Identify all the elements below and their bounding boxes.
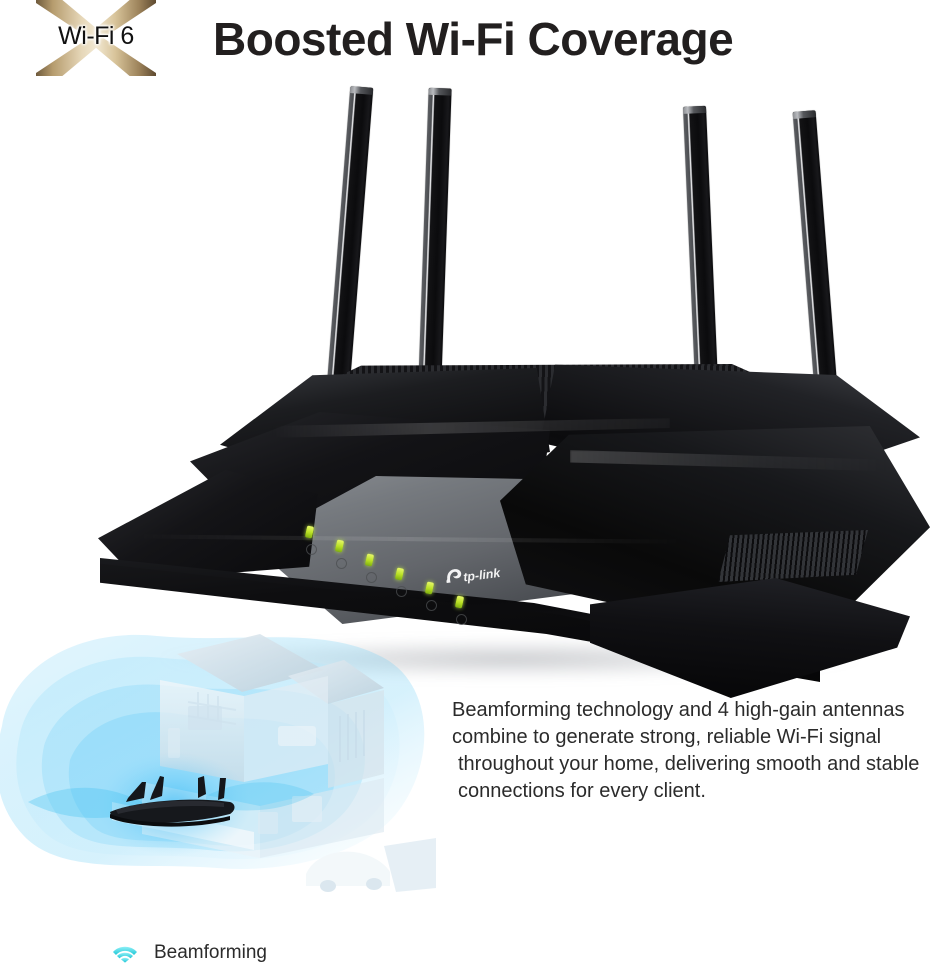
description-line-4: connections for every client. — [458, 780, 706, 802]
led-icon-3 — [366, 572, 377, 583]
wifi6-x-icon — [36, 0, 156, 76]
tp-link-logo: tp-link — [441, 553, 538, 590]
wifi6-badge: Wi-Fi 6 — [36, 0, 156, 76]
description-line-3: throughout your home, delivering smooth … — [458, 753, 920, 775]
antenna-1 — [326, 86, 374, 397]
router-side-vent — [718, 530, 868, 582]
home-coverage-illustration — [0, 606, 442, 926]
beamforming-legend: Beamforming — [112, 938, 267, 968]
beamforming-label: Beamforming — [154, 942, 267, 963]
description-line-2: combine to generate strong, reliable Wi-… — [452, 726, 882, 748]
svg-text:tp-link: tp-link — [463, 566, 503, 585]
led-icon-4 — [396, 586, 407, 597]
led-icon-5 — [426, 600, 437, 611]
beamforming-signal-icon — [112, 943, 138, 963]
led-icon-6 — [456, 614, 467, 625]
wifi6-badge-label: Wi-Fi 6 — [58, 22, 134, 50]
led-icon-2 — [336, 558, 347, 569]
router-product-image: tp-link — [70, 78, 937, 698]
mini-router — [110, 776, 235, 827]
feature-description: Beamforming technology and 4 high-gain a… — [452, 697, 922, 805]
description-line-1: Beamforming technology and 4 high-gain a… — [452, 699, 905, 721]
led-icon-1 — [306, 544, 317, 555]
page-title: Boosted Wi-Fi Coverage — [213, 13, 734, 65]
antenna-2 — [418, 87, 452, 394]
